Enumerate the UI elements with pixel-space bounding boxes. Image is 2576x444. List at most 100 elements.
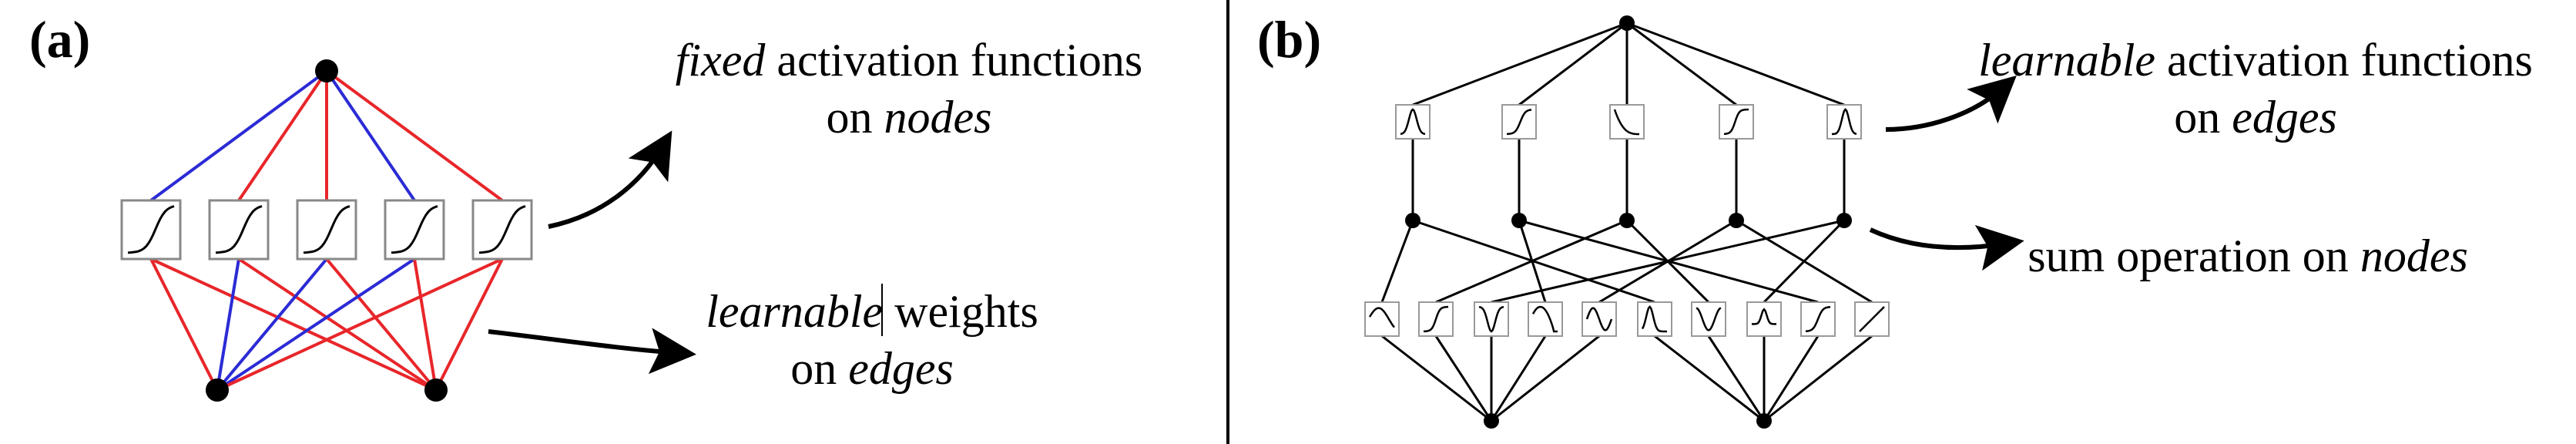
annot-text: on xyxy=(790,343,848,394)
panel-a-nodes xyxy=(206,59,448,402)
activation-box xyxy=(1746,301,1782,337)
kan-edge xyxy=(1381,335,1492,422)
activation-box xyxy=(1364,301,1400,337)
annot-italic-edges: edges xyxy=(848,343,954,394)
weight-edge-bottom xyxy=(149,258,219,391)
activation-curve xyxy=(1831,108,1857,136)
activation-curve xyxy=(1400,108,1426,136)
neuron-node xyxy=(1511,213,1527,228)
weight-edge-bottom xyxy=(413,258,438,391)
weight-edge-bottom xyxy=(150,257,437,392)
kan-edge xyxy=(1380,220,1414,303)
kan-edge xyxy=(1763,335,1873,422)
panel-b-label: (b) xyxy=(1257,10,1321,69)
activation-box xyxy=(471,199,533,261)
annot-text: on xyxy=(2174,92,2232,143)
activation-curve xyxy=(1752,308,1776,325)
weight-edge-bottom xyxy=(237,257,438,392)
activation-box xyxy=(296,199,357,261)
panel-a-annotation-top-line2: on nodes xyxy=(827,92,992,143)
panel-a-label: (a) xyxy=(29,10,90,69)
weight-edge-bottom xyxy=(434,258,504,391)
panel-a-arrow-bottom xyxy=(488,328,696,375)
weight-edge-bottom xyxy=(216,257,328,392)
panel-b-arrow-top xyxy=(1885,75,2017,132)
annot-italic-nodes: nodes xyxy=(2360,230,2468,281)
weight-edge-bottom xyxy=(216,257,416,392)
annot-text: activation functions xyxy=(765,35,1142,86)
annot-italic-learnable: learnable xyxy=(1978,35,2155,86)
panel-b-arrow-bottom xyxy=(1869,224,2024,271)
activation-curve xyxy=(215,205,263,254)
panel-a-bottom-edges xyxy=(149,257,504,392)
activation-box xyxy=(208,199,270,261)
annot-italic-learnable: learnable xyxy=(706,286,883,337)
activation-curve xyxy=(1506,109,1532,136)
activation-curve xyxy=(1585,307,1613,331)
annot-italic-fixed: fixed xyxy=(676,35,766,86)
activation-curve xyxy=(1613,109,1639,136)
weight-edge-top xyxy=(149,69,328,202)
kan-edge xyxy=(1626,22,1737,106)
kan-edge xyxy=(1434,335,1493,422)
neuron-node xyxy=(1756,413,1772,429)
panel-b-annotation-top-line1: learnable activation functions xyxy=(1978,35,2533,86)
panel-a-activation-boxes xyxy=(120,199,533,261)
activation-curve xyxy=(127,205,175,254)
activation-curve xyxy=(478,205,526,254)
activation-box xyxy=(1609,104,1645,140)
activation-box xyxy=(1528,301,1563,337)
weight-edge-bottom xyxy=(216,258,240,391)
weight-edge-bottom xyxy=(325,257,438,392)
neuron-node xyxy=(1619,213,1635,228)
panel-a-annotation-bottom-line2: on edges xyxy=(790,343,954,394)
activation-curve xyxy=(1723,108,1749,136)
annot-text: activation functions xyxy=(2155,35,2533,86)
annot-text: sum operation on xyxy=(2028,230,2360,281)
annot-text: on xyxy=(827,92,884,143)
panel-a: (a) fixed activation functions on nodes … xyxy=(29,10,1142,402)
neuron-node xyxy=(1729,213,1744,228)
activation-curve xyxy=(1859,306,1885,332)
neuron-node xyxy=(206,378,229,402)
neuron-node xyxy=(424,378,448,402)
activation-curve xyxy=(1696,307,1722,331)
panel-a-annotation-bottom-line1: learnable weights xyxy=(706,286,1038,337)
panel-a-arrow-top xyxy=(548,130,673,229)
annot-text: weights xyxy=(883,286,1038,337)
panel-a-annotation-top-line1: fixed activation functions xyxy=(676,35,1142,86)
weight-edge-bottom xyxy=(216,257,503,392)
kan-edge xyxy=(1491,335,1600,422)
neuron-node xyxy=(315,59,338,82)
panel-b-nodes xyxy=(1405,15,1852,429)
kan-edge xyxy=(1763,335,1820,422)
panel-b-annotation-bottom-line1: sum operation on nodes xyxy=(2028,230,2468,281)
activation-curve xyxy=(1641,305,1667,333)
activation-curve xyxy=(1531,305,1558,333)
activation-curve xyxy=(1805,305,1831,333)
kan-edge xyxy=(1518,22,1628,106)
activation-curve xyxy=(1478,305,1504,333)
neuron-node xyxy=(1619,15,1635,31)
kan-edge xyxy=(1412,22,1628,106)
activation-curve xyxy=(303,205,351,254)
kan-edge xyxy=(1490,335,1547,422)
kan-edge xyxy=(1707,335,1766,422)
activation-curve xyxy=(1424,305,1448,333)
weight-edge-top xyxy=(237,69,328,202)
panel-b-activation-boxes xyxy=(1364,104,1890,337)
kan-edge xyxy=(1654,335,1765,422)
kan-edge xyxy=(1518,219,1819,304)
kan-edge xyxy=(1736,219,1873,304)
activation-curve xyxy=(1368,307,1395,328)
panel-b-annotation-top-line2: on edges xyxy=(2174,92,2337,143)
neuron-node xyxy=(1484,413,1499,429)
kan-edge xyxy=(1626,22,1845,106)
annot-italic-edges: edges xyxy=(2232,92,2337,143)
weight-edge-top xyxy=(325,69,504,202)
panel-b: (b) learnable activation functions on ed… xyxy=(1257,10,2533,429)
neuron-node xyxy=(1836,213,1852,228)
activation-box xyxy=(120,199,182,261)
activation-curve xyxy=(391,205,438,254)
